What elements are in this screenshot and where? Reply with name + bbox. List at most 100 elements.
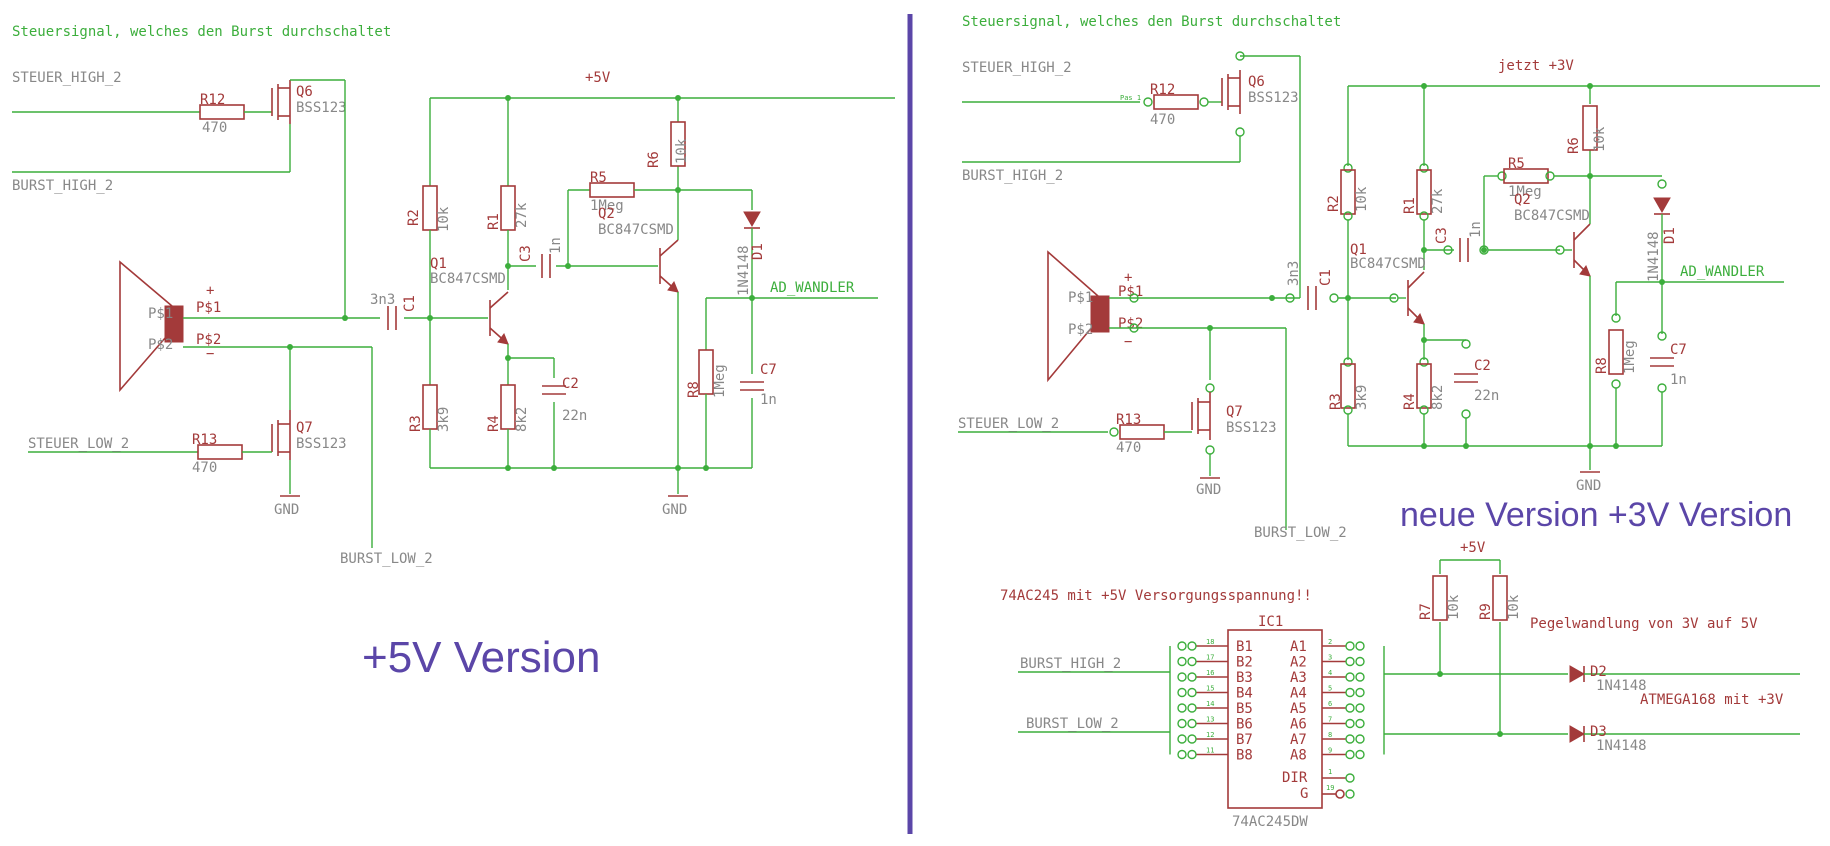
left-r13-value: 470	[192, 460, 217, 476]
ic1-dir: DIR	[1282, 770, 1308, 786]
left-rail: +5V	[585, 70, 611, 86]
ic1-pin-num-a0: 2	[1328, 638, 1332, 646]
ic1-pin-a5: A5	[1290, 701, 1307, 717]
left-c3-value: 1n	[548, 237, 564, 254]
left-q1-label: Q1	[430, 256, 447, 272]
left-c2-value: 22n	[562, 408, 587, 424]
left-schematic-5v: Steuersignal, welches den Burst durchsch…	[12, 24, 895, 682]
right-c2-label: C2	[1474, 358, 1491, 374]
left-q1-transistor	[470, 291, 509, 345]
ic-atmega-note: ATMEGA168 mit +3V	[1640, 692, 1784, 708]
ic1-pin-num-b2: 16	[1206, 669, 1214, 677]
left-gnd2: GND	[662, 502, 687, 518]
left-c3-label: C3	[518, 245, 534, 262]
right-r8-label: R8	[1594, 357, 1610, 374]
right-minus: −	[1124, 334, 1132, 350]
ic1-pin-a3: A3	[1290, 670, 1307, 686]
ic1-pin-a1: A1	[1290, 639, 1307, 655]
left-d1-label: D1	[750, 243, 766, 260]
left-c7-label: C7	[760, 362, 777, 378]
ic1-pin-b4: B4	[1236, 686, 1253, 702]
right-version-title: neue Version +3V Version	[1400, 496, 1792, 534]
left-r8-value: 1Meg	[712, 364, 728, 398]
ic1-pin-num-b0: 18	[1206, 638, 1214, 646]
svg-text:Pas 1: Pas 1	[1120, 94, 1141, 102]
left-r1-value: 27k	[514, 202, 530, 228]
right-q2-transistor	[1564, 223, 1591, 277]
left-q6-label: Q6	[296, 84, 313, 100]
right-c1-value: 3n3	[1286, 261, 1302, 286]
ic1-pin-a4: A4	[1290, 686, 1307, 702]
right-r2-value: 10k	[1354, 186, 1370, 212]
left-q6-mosfet	[271, 80, 291, 124]
left-net-steuer-low: STEUER_LOW_2	[28, 436, 129, 452]
ic1-pin-num-a7: 9	[1328, 747, 1332, 755]
ic1-g: G	[1300, 786, 1308, 802]
left-c1-label: C1	[402, 295, 418, 312]
ic-d3-label: D3	[1590, 724, 1607, 740]
right-q7-mosfet	[1191, 392, 1211, 440]
ic-rail: +5V	[1460, 540, 1486, 556]
left-r2-value: 10k	[436, 206, 452, 232]
left-gnd1: GND	[274, 502, 299, 518]
left-r12-value: 470	[202, 120, 227, 136]
right-net-steuer-low: STEUER_LOW_2	[958, 416, 1059, 432]
left-c7-value: 1n	[760, 392, 777, 408]
right-r5-value: 1Meg	[1508, 184, 1542, 200]
ic1-pin-num-b1: 17	[1206, 654, 1214, 662]
ic1-pin-a6: A6	[1290, 717, 1307, 733]
right-q1-value: BC847CSMD	[1350, 256, 1426, 272]
ic-net-burst-high: BURST_HIGH_2	[1020, 656, 1121, 672]
left-q2-transistor	[659, 239, 679, 293]
left-r6-value: 10k	[674, 138, 690, 164]
left-r3-value: 3k9	[436, 407, 452, 432]
right-c1-label: C1	[1318, 269, 1334, 286]
right-net-burst-high: BURST_HIGH_2	[962, 168, 1063, 184]
left-r12-label: R12	[200, 92, 225, 108]
ic1-pin-num-a4: 6	[1328, 700, 1332, 708]
ic1-type: 74AC245DW	[1232, 814, 1308, 830]
ic-d3-value: 1N4148	[1596, 738, 1647, 754]
ic1-pin-a8: A8	[1290, 748, 1307, 764]
right-q6-label: Q6	[1248, 74, 1265, 90]
right-c3-value: 1n	[1468, 221, 1484, 238]
right-r3-label: R3	[1328, 393, 1344, 410]
ic1-body	[1227, 629, 1323, 809]
right-transducer	[1047, 250, 1110, 383]
right-r13-value: 470	[1116, 440, 1141, 456]
right-r12-label: R12	[1150, 82, 1175, 98]
left-transducer	[119, 260, 184, 393]
right-r4-label: R4	[1402, 393, 1418, 410]
ic-net-burst-low: BURST_LOW_2	[1026, 716, 1119, 732]
right-net-burst-low: BURST_LOW_2	[1254, 525, 1347, 541]
left-minus: −	[206, 346, 214, 362]
ic1-pin-num-b5: 13	[1206, 716, 1214, 724]
right-q6-mosfet	[1221, 70, 1241, 114]
left-r8-label: R8	[686, 381, 702, 398]
ic1-dir-num: 1	[1328, 768, 1332, 776]
ic1-pin-b7: B7	[1236, 732, 1253, 748]
left-net-burst-high: BURST_HIGH_2	[12, 178, 113, 194]
right-r1-value: 27k	[1430, 188, 1446, 214]
left-r13-label: R13	[192, 432, 217, 448]
right-d1-label: D1	[1662, 227, 1678, 244]
left-net-steuer-high: STEUER_HIGH_2	[12, 70, 122, 86]
ic1-pin-num-a6: 8	[1328, 731, 1332, 739]
left-q7-mosfet	[271, 410, 291, 460]
right-net-ad: AD_WANDLER	[1680, 264, 1765, 280]
right-r8-value: 1Meg	[1622, 340, 1638, 374]
ic1-name: IC1	[1258, 614, 1283, 630]
ic1-pin-num-a3: 5	[1328, 685, 1332, 693]
ic1-pin-b1: B1	[1236, 639, 1253, 655]
ic1-pin-num-b7: 11	[1206, 747, 1214, 755]
ic-r9-label: R9	[1478, 603, 1494, 620]
ic1-pin-num-b3: 15	[1206, 685, 1214, 693]
right-r4-value: 8k2	[1430, 385, 1446, 410]
ic1-pin-b3: B3	[1236, 670, 1253, 686]
left-r4-label: R4	[486, 415, 502, 432]
left-q6-value: BSS123	[296, 100, 347, 116]
left-q2-value: BC847CSMD	[598, 222, 674, 238]
